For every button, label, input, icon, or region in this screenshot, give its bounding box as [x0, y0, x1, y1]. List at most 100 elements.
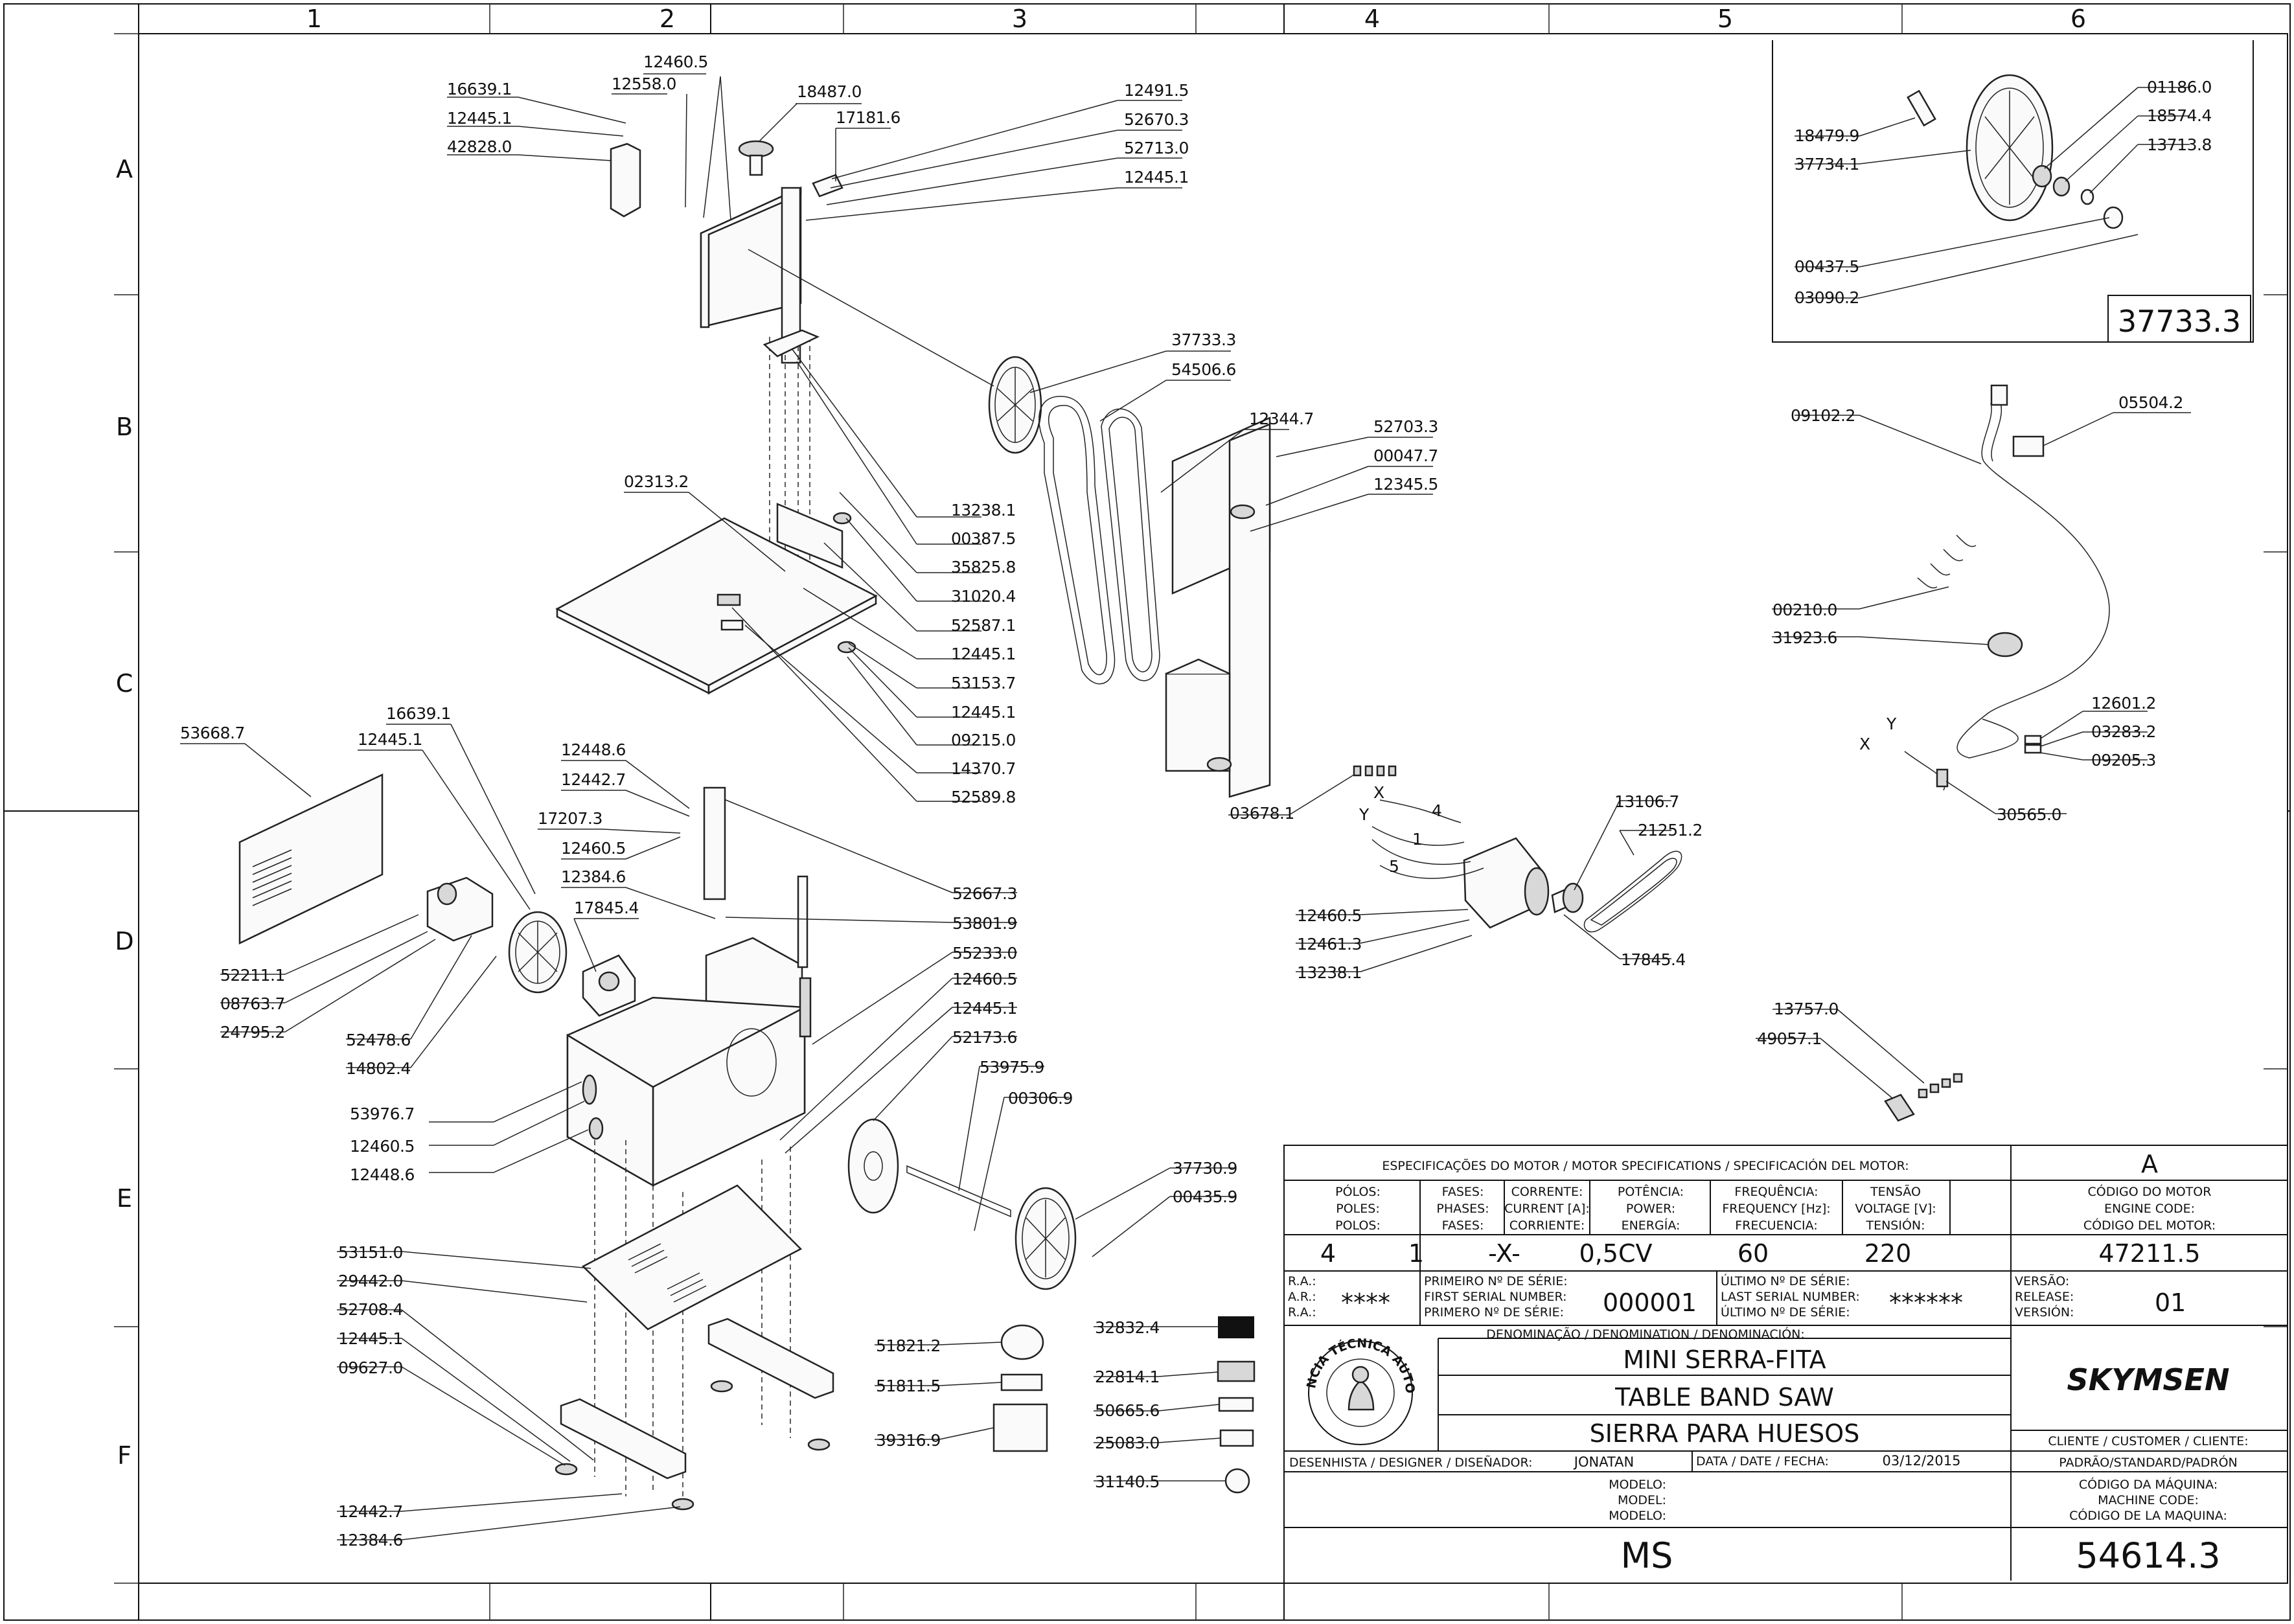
model-label-es: MODELO: [1609, 1509, 1666, 1523]
label-12601-2: 12601.2 [2091, 694, 2156, 713]
first-serial-label-en: FIRST SERIAL NUMBER: [1424, 1290, 1567, 1304]
zone-row-f: F [117, 1441, 132, 1470]
poles-label-en: POLES: [1336, 1202, 1379, 1216]
label-00047-7: 00047.7 [1373, 446, 1438, 465]
drawing-frame: 1 2 3 4 5 6 A B C D E F [3, 3, 2291, 1621]
blade-guards [1165, 417, 1271, 798]
client-value: PADRÃO/STANDARD/PADRÓN [2059, 1454, 2238, 1470]
last-serial-value: ****** [1889, 1288, 1963, 1317]
motor-spec-header: ESPECIFICAÇÕES DO MOTOR / MOTOR SPECIFIC… [1382, 1158, 1909, 1173]
label-37733-3: 37733.3 [1171, 330, 1236, 349]
label-12445-1-f: 12445.1 [338, 1329, 403, 1348]
label-32832-4: 32832.4 [1095, 1318, 1160, 1337]
first-serial-label-pt: PRIMEIRO Nº DE SÉRIE: [1424, 1274, 1568, 1288]
label-12460-5-motor: 12460.5 [1297, 906, 1362, 925]
label-12384-6-f: 12384.6 [338, 1531, 403, 1550]
label-21251-2: 21251.2 [1638, 821, 1703, 840]
label-00210-0: 00210.0 [1772, 600, 1837, 619]
label-12460-5-mid: 12460.5 [561, 839, 626, 858]
label-03678-1: 03678.1 [1230, 804, 1294, 823]
label-12445-1-top: 12445.1 [447, 109, 512, 128]
label-42828-0: 42828.0 [447, 137, 512, 156]
label-motor-y: Y [1359, 805, 1370, 824]
label-12461-3: 12461.3 [1297, 935, 1362, 954]
label-12344-7: 12344.7 [1249, 409, 1314, 428]
label-12445-1-mid: 12445.1 [358, 730, 422, 749]
zone-row-a: A [116, 155, 133, 183]
label-52667-3: 52667.3 [952, 884, 1017, 903]
phases-label-en: PHASES: [1436, 1202, 1489, 1216]
label-22814-1: 22814.1 [1095, 1367, 1160, 1386]
label-03283-2: 03283.2 [2091, 722, 2156, 741]
label-motor-5: 5 [1389, 857, 1399, 876]
first-serial-label-es: PRIMERO Nº DE SÉRIE: [1424, 1305, 1564, 1320]
label-motor-x: X [1373, 783, 1384, 802]
blade-wheel-and-blade [988, 356, 1160, 685]
label-12460-5-top: 12460.5 [643, 52, 708, 71]
label-12448-6-d: 12448.6 [350, 1165, 415, 1184]
label-16639-1-top: 16639.1 [447, 80, 512, 98]
label-harness-x: X [1859, 735, 1870, 753]
current-value: -X- [1488, 1239, 1520, 1268]
zone-row-e: E [117, 1184, 132, 1213]
frequency-value: 60 [1738, 1239, 1769, 1268]
label-12345-5: 12345.5 [1373, 475, 1438, 494]
label-12460-5-d: 12460.5 [350, 1137, 415, 1156]
label-17845-4-mid: 17845.4 [574, 898, 639, 917]
revision-letter: A [2141, 1150, 2158, 1178]
label-53151-0: 53151.0 [338, 1243, 403, 1262]
label-18574-4: 18574.4 [2147, 106, 2212, 125]
label-17845-4-motor: 17845.4 [1621, 950, 1686, 969]
bottom-plate [581, 1184, 803, 1331]
ra-label-pt: R.A.: [1288, 1274, 1316, 1288]
label-37730-9: 37730.9 [1173, 1159, 1237, 1178]
frequency-label-es: FRECUENCIA: [1735, 1218, 1817, 1233]
current-label-pt: CORRENTE: [1511, 1185, 1583, 1199]
zone-col-3: 3 [1012, 5, 1027, 33]
designer-value: JONATAN [1573, 1454, 1634, 1470]
zone-row-b: B [116, 413, 133, 441]
label-12460-5-c: 12460.5 [952, 970, 1017, 989]
current-label-es: CORRIENTE: [1509, 1218, 1585, 1233]
label-12448-6-mid: 12448.6 [561, 740, 626, 759]
label-52211-1: 52211.1 [220, 966, 285, 985]
label-17181-6: 17181.6 [836, 108, 900, 127]
machine-code-label-pt: CÓDIGO DA MÁQUINA: [2079, 1476, 2218, 1492]
frequency-label-pt: FREQUÊNCIA: [1734, 1184, 1818, 1199]
model-value: MS [1621, 1535, 1673, 1576]
label-52703-3: 52703.3 [1373, 417, 1438, 436]
version-label-en: RELEASE: [2015, 1290, 2074, 1304]
label-53668-7: 53668.7 [180, 724, 245, 742]
label-52670-3: 52670.3 [1124, 110, 1189, 129]
engine-code-label-es: CÓDIGO DEL MOTOR: [2083, 1217, 2216, 1233]
machine-code-value: 54614.3 [2076, 1535, 2220, 1576]
feet-rails [555, 1318, 834, 1511]
zone-col-1: 1 [306, 5, 322, 33]
label-53801-9: 53801.9 [952, 914, 1017, 933]
label-16639-1-mid: 16639.1 [386, 704, 451, 723]
frequency-label-en: FREQUENCY [Hz]: [1722, 1202, 1830, 1216]
zone-col-6: 6 [2070, 5, 2086, 33]
zone-col-2: 2 [660, 5, 675, 33]
label-24795-2: 24795.2 [220, 1023, 285, 1042]
ra-label-en: A.R.: [1288, 1290, 1316, 1304]
ra-label-es: R.A.: [1288, 1305, 1316, 1320]
label-35825-8: 35825.8 [951, 558, 1016, 577]
label-52587-1: 52587.1 [951, 616, 1016, 635]
label-53976-7: 53976.7 [350, 1104, 415, 1123]
label-03090-2: 03090.2 [1795, 288, 1859, 307]
label-12445-1-a: 12445.1 [1124, 168, 1189, 187]
label-49057-1: 49057.1 [1757, 1029, 1822, 1048]
label-motor-1: 1 [1412, 830, 1422, 849]
last-serial-label-es: ÚLTIMO Nº DE SÉRIE: [1721, 1304, 1850, 1320]
power-label-es: ENERGÍA: [1622, 1218, 1680, 1233]
label-30565-0: 30565.0 [1997, 805, 2061, 824]
label-14802-4: 14802.4 [346, 1059, 411, 1078]
lower-right-wheel-assembly [847, 1118, 1077, 1290]
label-12384-6-mid: 12384.6 [561, 867, 626, 886]
label-12491-5: 12491.5 [1124, 81, 1189, 100]
label-54506-6: 54506.6 [1171, 360, 1236, 379]
voltage-value: 220 [1864, 1239, 1912, 1268]
product-name-pt: MINI SERRA-FITA [1623, 1345, 1826, 1374]
machine-code-label-es: CÓDIGO DE LA MAQUINA: [2069, 1507, 2227, 1523]
